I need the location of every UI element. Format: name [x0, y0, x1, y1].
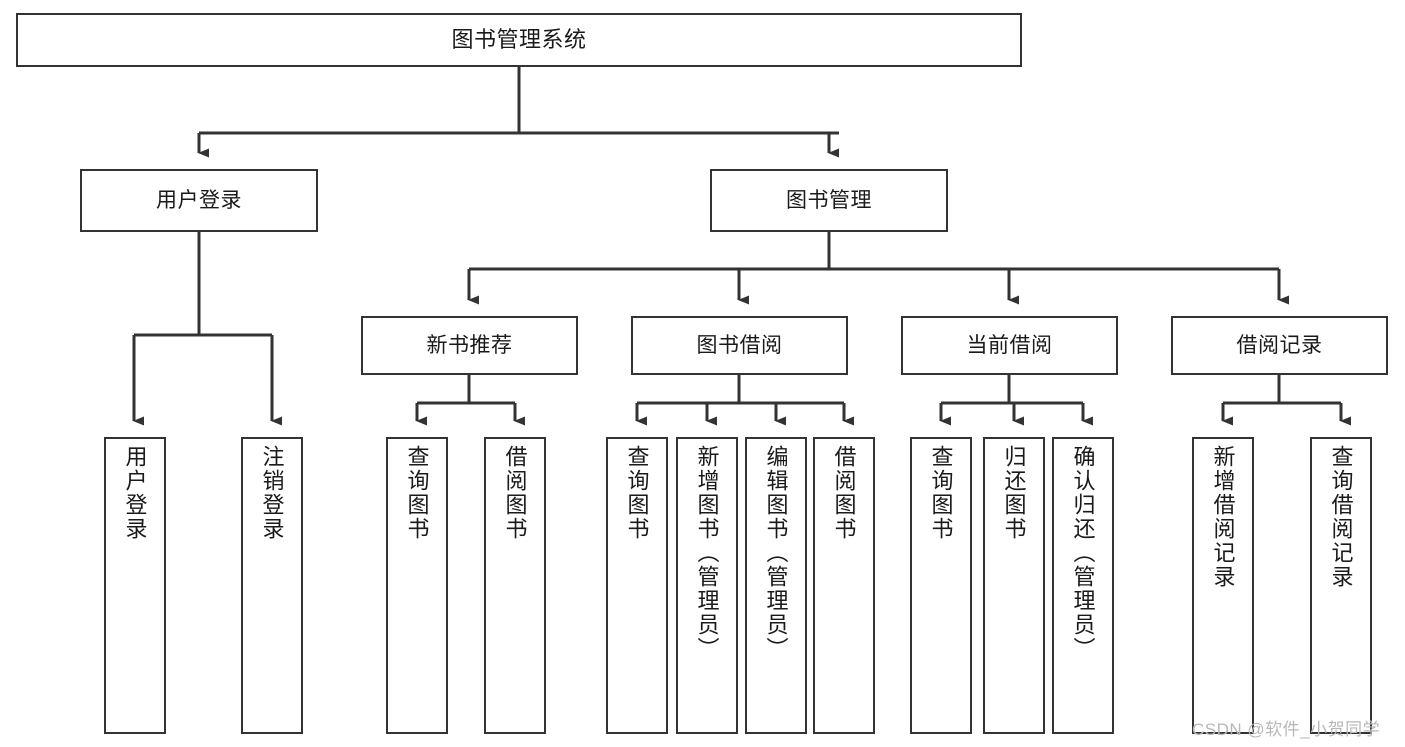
node-leaf-add-record[interactable]: 新增借阅记录: [1192, 437, 1254, 734]
node-current-borrow-label: 当前借阅: [966, 333, 1053, 357]
node-leaf-borrow-book-2-label: 借阅图书: [831, 445, 857, 541]
node-leaf-confirm-return-label: 确认归还（管理员）: [1070, 445, 1096, 661]
node-leaf-return-book-label: 归还图书: [1001, 445, 1027, 541]
node-borrow-record[interactable]: 借阅记录: [1171, 316, 1388, 375]
node-leaf-edit-book[interactable]: 编辑图书（管理员）: [745, 437, 807, 734]
node-leaf-borrow-book-2[interactable]: 借阅图书: [813, 437, 875, 734]
node-current-borrow[interactable]: 当前借阅: [901, 316, 1118, 375]
node-leaf-query-book-1-label: 查询图书: [404, 445, 430, 541]
node-leaf-user-login-label: 用户登录: [122, 445, 148, 541]
node-leaf-user-login[interactable]: 用户登录: [104, 437, 166, 734]
node-borrow-record-label: 借阅记录: [1236, 333, 1323, 357]
node-leaf-query-record-label: 查询借阅记录: [1328, 445, 1354, 589]
node-new-book-rec[interactable]: 新书推荐: [361, 316, 578, 375]
node-leaf-add-record-label: 新增借阅记录: [1210, 445, 1236, 589]
node-leaf-logout[interactable]: 注销登录: [241, 437, 303, 734]
node-root-label: 图书管理系统: [451, 26, 587, 52]
node-leaf-logout-label: 注销登录: [259, 445, 285, 541]
node-leaf-query-book-3[interactable]: 查询图书: [910, 437, 972, 734]
node-book-borrow-label: 图书借阅: [696, 333, 783, 357]
node-leaf-query-record[interactable]: 查询借阅记录: [1310, 437, 1372, 734]
node-leaf-borrow-book-1-label: 借阅图书: [502, 445, 528, 541]
node-leaf-query-book-2[interactable]: 查询图书: [606, 437, 668, 734]
node-new-book-rec-label: 新书推荐: [426, 333, 513, 357]
node-user-login-label: 用户登录: [156, 188, 242, 212]
node-book-manage-label: 图书管理: [786, 188, 872, 212]
node-leaf-return-book[interactable]: 归还图书: [983, 437, 1045, 734]
node-leaf-add-book[interactable]: 新增图书（管理员）: [676, 437, 738, 734]
node-user-login[interactable]: 用户登录: [80, 169, 318, 232]
node-book-borrow[interactable]: 图书借阅: [631, 316, 848, 375]
node-leaf-query-book-2-label: 查询图书: [624, 445, 650, 541]
node-book-manage[interactable]: 图书管理: [710, 169, 948, 232]
node-leaf-add-book-label: 新增图书（管理员）: [694, 445, 720, 661]
node-root[interactable]: 图书管理系统: [16, 13, 1022, 67]
node-leaf-borrow-book-1[interactable]: 借阅图书: [484, 437, 546, 734]
node-leaf-query-book-3-label: 查询图书: [928, 445, 954, 541]
node-leaf-confirm-return[interactable]: 确认归还（管理员）: [1052, 437, 1114, 734]
node-leaf-edit-book-label: 编辑图书（管理员）: [763, 445, 789, 661]
node-leaf-query-book-1[interactable]: 查询图书: [386, 437, 448, 734]
